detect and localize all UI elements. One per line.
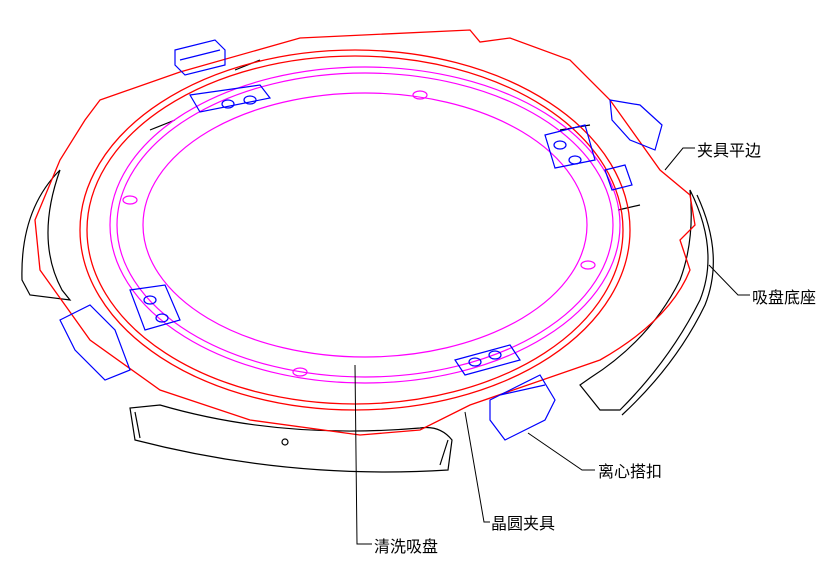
chuck-base bbox=[21, 59, 714, 473]
cleaning-chuck bbox=[109, 66, 621, 384]
leader-lines bbox=[354, 147, 750, 545]
label-fixture-flat: 夹具平边 bbox=[697, 141, 762, 160]
label-cleaning-chuck: 清洗吸盘 bbox=[374, 537, 439, 556]
label-centrifugal-latch: 离心搭扣 bbox=[598, 462, 663, 481]
centrifugal-latches bbox=[59, 39, 663, 441]
label-chuck-base: 吸盘底座 bbox=[752, 288, 817, 307]
label-wafer-fixture: 晶圆夹具 bbox=[491, 514, 556, 533]
